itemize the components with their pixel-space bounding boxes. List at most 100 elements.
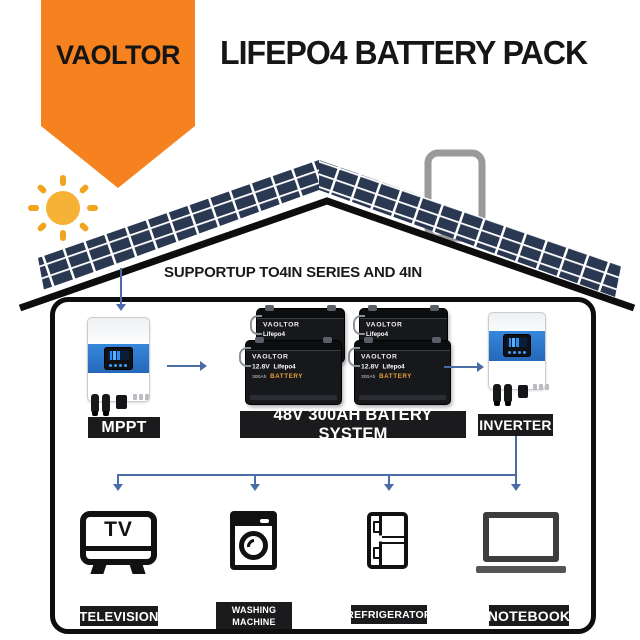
brand-name: VAOLTOR xyxy=(56,40,181,70)
breaker-switch xyxy=(518,385,528,398)
fridge-shelf-line xyxy=(382,536,404,538)
laptop-base xyxy=(476,566,566,573)
mc4-connector xyxy=(504,384,512,406)
battery-terminal xyxy=(364,337,373,343)
arrowhead xyxy=(384,484,394,491)
arrowhead xyxy=(511,484,521,491)
battery-chem: Lifepo4 xyxy=(382,363,405,371)
washing-machine-label-line2: MACHINE xyxy=(232,616,276,627)
battery-capacity: 300Ah xyxy=(361,373,376,380)
television-label: TELEVISION xyxy=(79,606,158,626)
notebook-label: NOTEBOOK xyxy=(488,605,570,626)
vent-nub xyxy=(539,384,543,390)
tv-icon: TV xyxy=(80,511,157,565)
washer-door xyxy=(239,531,268,560)
display-dots xyxy=(109,364,112,367)
sun-ray xyxy=(87,205,98,211)
battery-chem: Lifepo4 xyxy=(366,330,389,338)
vent-nub xyxy=(145,394,149,400)
display-screen xyxy=(108,351,129,360)
mppt-display xyxy=(105,348,132,369)
battery-terminal xyxy=(368,305,377,311)
battery-pack: VAOLTOR 12.8V Lifepo4 300Ah BATTERY xyxy=(239,337,341,404)
washer-slot xyxy=(260,519,269,523)
display-dots xyxy=(508,351,511,354)
drop-line-tv xyxy=(117,474,119,484)
battery-capacity: 300Ah xyxy=(252,373,267,380)
sun-icon xyxy=(46,191,80,225)
inverter-display xyxy=(504,335,530,356)
roofline xyxy=(18,197,636,312)
battery-terminal xyxy=(432,337,441,343)
tv-stand-band xyxy=(82,546,155,551)
sun-ray xyxy=(78,221,90,233)
vent-nub xyxy=(133,394,137,400)
battery-lid xyxy=(360,309,447,319)
tv-screen-text: TV xyxy=(104,518,133,541)
arrowhead xyxy=(200,361,207,371)
vent-nub xyxy=(533,384,537,390)
chimney-outline xyxy=(424,149,486,242)
inverter-device xyxy=(488,312,546,390)
mc4-connector xyxy=(102,394,110,416)
arrow-battery-to-inverter xyxy=(444,366,477,368)
drop-line-washer xyxy=(254,474,256,484)
sun-ray xyxy=(78,183,90,195)
sun-ray xyxy=(28,205,39,211)
battery-lid xyxy=(257,309,344,319)
arrow-mppt-to-battery xyxy=(167,365,200,367)
battery-wire xyxy=(250,315,262,335)
battery-terminal xyxy=(430,305,439,311)
laptop-icon xyxy=(483,512,559,562)
fridge-foot xyxy=(371,565,377,569)
battery-chem: Lifepo4 xyxy=(273,363,296,371)
battery-wire xyxy=(353,315,365,335)
page-title: LIFEPO4 BATTERY PACK xyxy=(220,34,588,71)
mppt-device xyxy=(87,317,150,402)
drop-line-notebook xyxy=(515,474,517,484)
sun-ray xyxy=(36,183,48,195)
arrowhead xyxy=(113,484,123,491)
vent-nub xyxy=(545,384,549,390)
sun-ray xyxy=(36,221,48,233)
battery-brand: VAOLTOR xyxy=(361,353,398,361)
battery-voltage: 12.8V xyxy=(361,362,379,371)
roof-caption: SUPPORTUP TO4IN SERIES AND 4IN xyxy=(164,264,422,281)
battery-lid xyxy=(246,341,341,351)
battery-strip xyxy=(359,395,446,400)
battery-name: BATTERY xyxy=(270,372,303,380)
mc4-connector xyxy=(91,394,99,416)
inverter-label: INVERTER xyxy=(478,414,553,436)
sun-ray xyxy=(60,230,66,241)
arrowhead xyxy=(477,362,484,372)
battery-system-label: 48V 300AH BATERY SYSTEM xyxy=(240,406,466,443)
mc4-connector xyxy=(493,384,501,406)
battery-strip xyxy=(250,395,337,400)
brand-ribbon: VAOLTOR xyxy=(41,0,195,188)
battery-voltage: 12.8V xyxy=(252,362,270,371)
battery-terminal xyxy=(265,305,274,311)
washing-machine-icon xyxy=(230,511,277,570)
arrow-roof-to-mppt xyxy=(120,268,122,304)
battery-name: BATTERY xyxy=(379,372,412,380)
vent-nub xyxy=(139,394,143,400)
battery-pack: VAOLTOR 12.8V Lifepo4 300Ah BATTERY xyxy=(348,337,450,404)
washer-control-panel xyxy=(235,516,272,526)
battery-terminal xyxy=(327,305,336,311)
refrigerator-label: REFRIGERATOR xyxy=(346,605,432,624)
battery-wire xyxy=(239,347,251,367)
fridge-divider xyxy=(379,516,382,565)
battery-terminal xyxy=(323,337,332,343)
washing-machine-label-line1: WASHING xyxy=(231,604,277,615)
arrowhead xyxy=(116,304,126,311)
fridge-handle xyxy=(373,521,382,533)
battery-lid xyxy=(355,341,450,351)
battery-terminal xyxy=(255,337,264,343)
fridge-handle xyxy=(373,547,382,559)
distribution-bus-line xyxy=(118,474,517,476)
fridge-foot xyxy=(394,565,400,569)
sun-ray xyxy=(60,175,66,186)
fridge-shelf-line xyxy=(382,542,404,544)
refrigerator-icon xyxy=(367,512,408,569)
